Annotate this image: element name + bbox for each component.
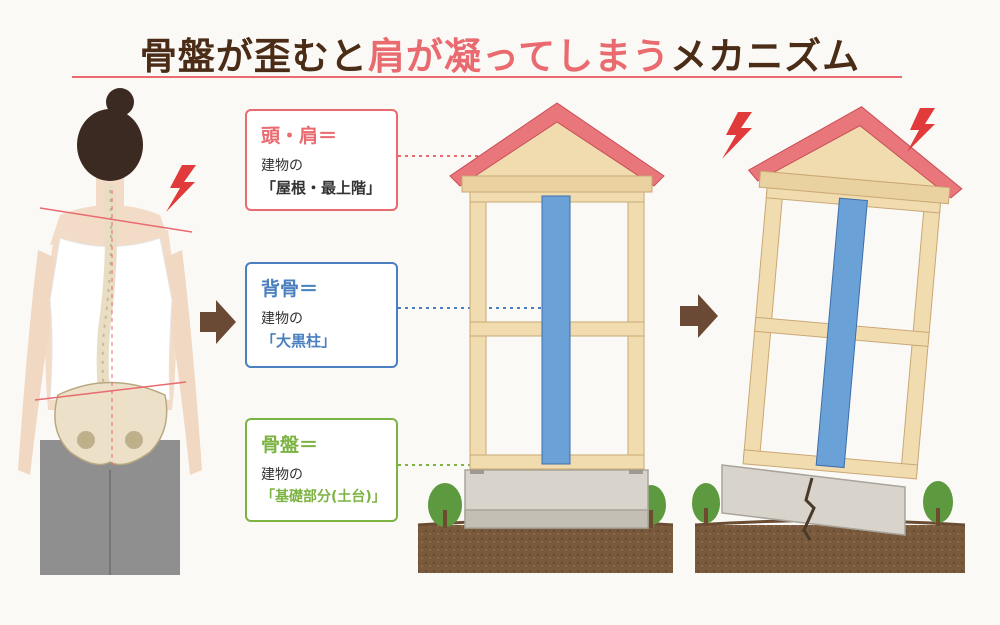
title-underline [72, 76, 902, 78]
straight-house [417, 102, 674, 573]
page-title: 骨盤が歪むと肩が凝ってしまうメカニズム [0, 26, 1000, 80]
woman-back-figure [18, 88, 202, 575]
label-box-foundation: 骨盤＝ 建物の 「基礎部分(土台)」 [245, 418, 398, 522]
tilted-house [692, 106, 966, 573]
label-roof-line1: 建物の [261, 158, 303, 174]
title-part-2: 肩が凝ってしまう [367, 35, 671, 78]
label-foundation-head: 骨盤＝ [261, 434, 319, 456]
arrow-right-icon [200, 300, 236, 344]
label-box-pillar: 背骨＝ 建物の 「大黒柱」 [245, 262, 398, 368]
title-part-1: 骨盤が歪むと [139, 35, 368, 78]
label-box-roof: 頭・肩＝ 建物の 「屋根・最上階」 [245, 109, 398, 211]
title-part-3: メカニズム [670, 35, 861, 78]
label-pillar-line2: 「大黒柱」 [261, 332, 337, 350]
arrow-right-icon-2 [680, 294, 718, 338]
label-roof-line2: 「屋根・最上階」 [261, 179, 382, 197]
shoulder-pain-icon [166, 165, 196, 212]
label-pillar-line1: 建物の [261, 311, 303, 327]
label-roof-head: 頭・肩＝ [261, 125, 338, 147]
label-pillar-head: 背骨＝ [261, 278, 319, 300]
label-foundation-line1: 建物の [261, 467, 303, 483]
label-foundation-line2: 「基礎部分(土台)」 [261, 489, 386, 505]
roof-pain-icon-left [722, 112, 752, 159]
roof-pain-icon-right [907, 108, 935, 152]
